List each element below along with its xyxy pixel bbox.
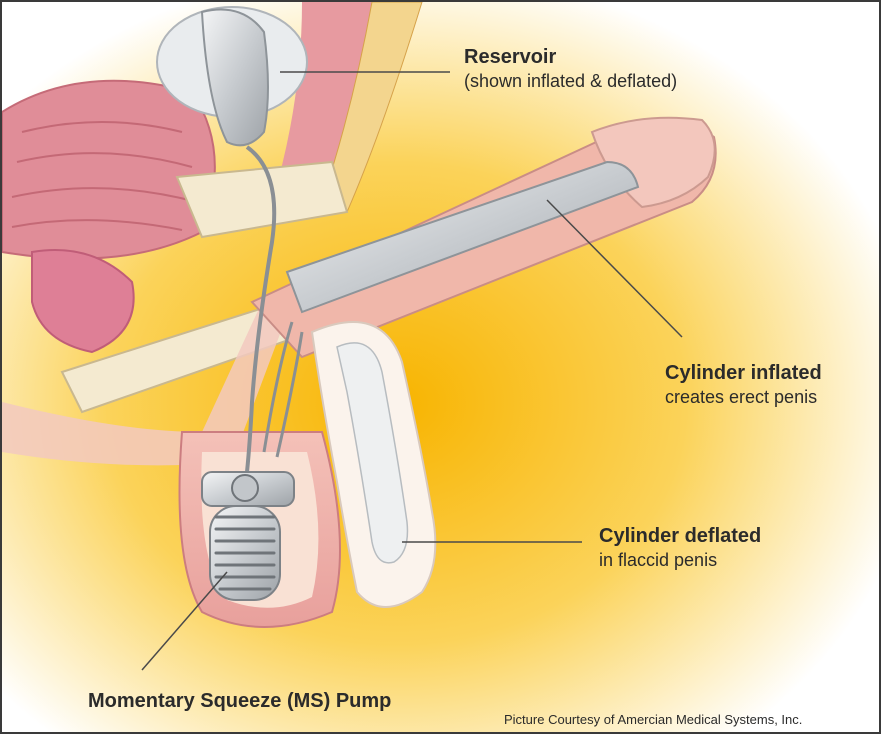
- reservoir-label: Reservoir (shown inflated & deflated): [464, 46, 677, 92]
- muscle-mass: [2, 81, 215, 259]
- cylinder-deflated-label: Cylinder deflated in flaccid penis: [599, 525, 761, 571]
- pump-label: Momentary Squeeze (MS) Pump: [88, 690, 391, 713]
- reservoir-title: Reservoir: [464, 46, 677, 69]
- cylinder-inflated-title: Cylinder inflated: [665, 362, 822, 385]
- cylinder-deflated-title: Cylinder deflated: [599, 525, 761, 548]
- cylinder-inflated-label: Cylinder inflated creates erect penis: [665, 362, 822, 408]
- pump-valve: [232, 475, 258, 501]
- cylinder-deflated-subtitle: in flaccid penis: [599, 550, 761, 571]
- reservoir-subtitle: (shown inflated & deflated): [464, 71, 677, 92]
- pump-ribs: [216, 517, 274, 589]
- image-credit: Picture Courtesy of Amercian Medical Sys…: [504, 712, 802, 727]
- cylinder-inflated-subtitle: creates erect penis: [665, 387, 822, 408]
